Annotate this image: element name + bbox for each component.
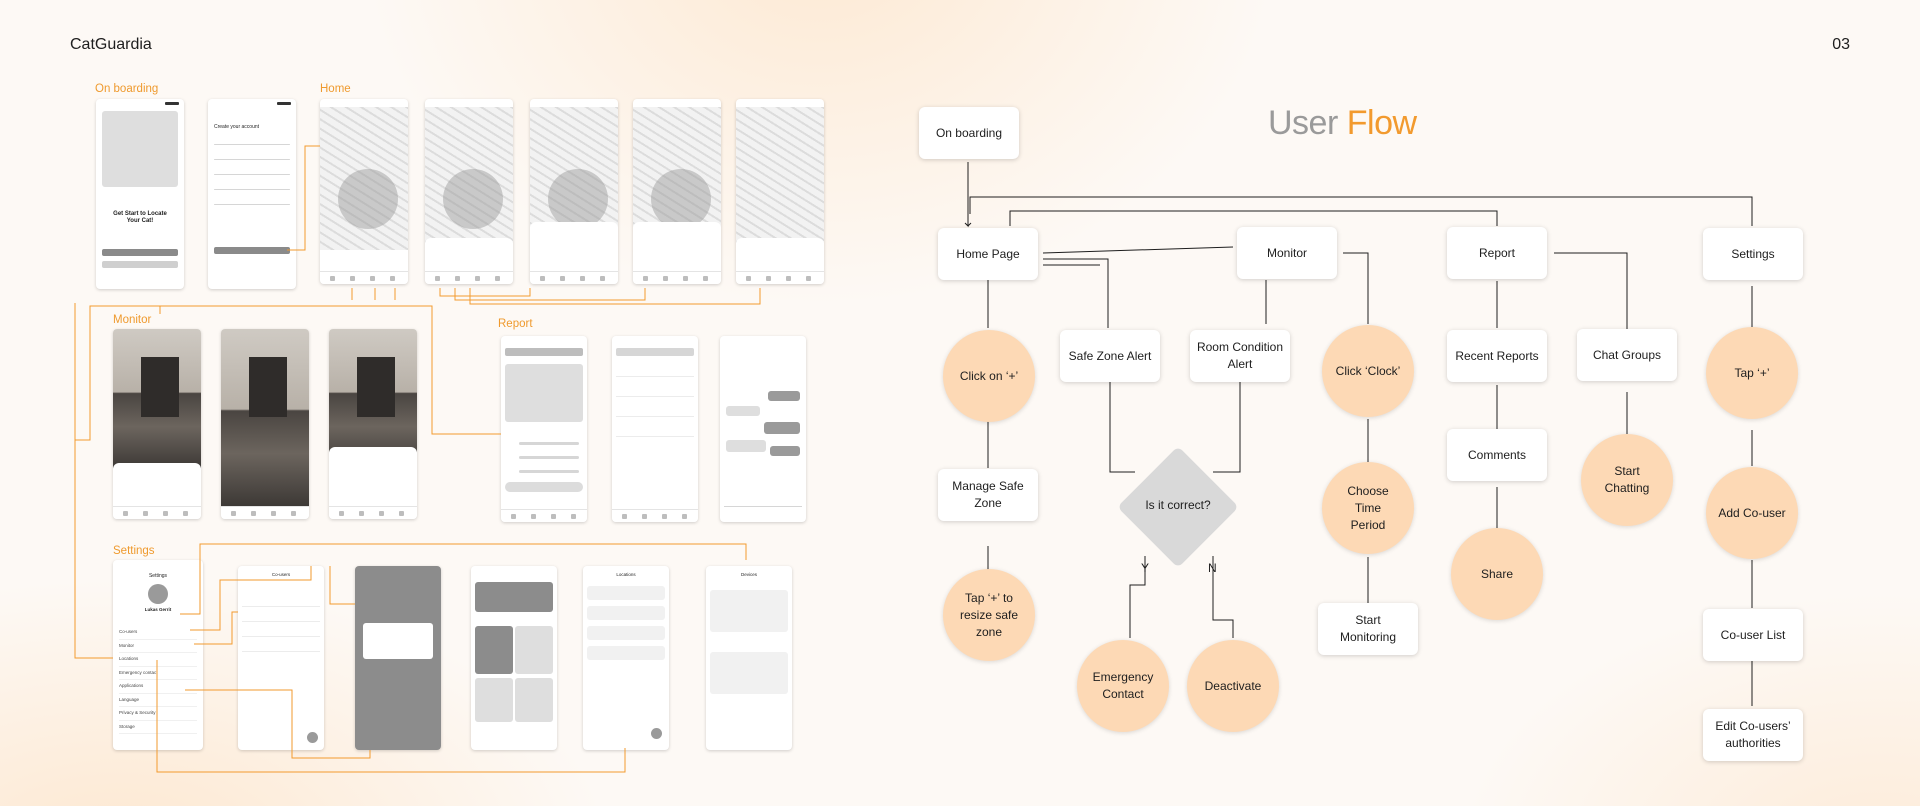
settings-list-item[interactable]: Applications (119, 680, 197, 694)
screen-devices: Devices (706, 566, 792, 750)
screen-home-4 (633, 99, 721, 284)
section-label-onboarding: On boarding (95, 83, 159, 95)
screen-monitor-3 (329, 329, 417, 519)
decision-label: Is it correct? (1145, 498, 1211, 512)
node-share: Share (1451, 528, 1543, 620)
decision-yes: Y (1141, 561, 1150, 575)
flow-title-part-2: Flow (1346, 104, 1417, 142)
settings-list-item[interactable]: Monitor (119, 640, 197, 653)
node-start-chatting: Start Chatting (1581, 434, 1673, 526)
node-settings: Settings (1703, 228, 1803, 280)
node-comments: Comments (1447, 429, 1547, 481)
screen-add-co-user-dialog (355, 566, 441, 750)
node-co-user-list: Co-user List (1703, 609, 1803, 661)
node-click-clock: Click ‘Clock’ (1322, 325, 1414, 417)
settings-list-item[interactable]: Co-users (119, 626, 197, 640)
screen-home-1 (320, 99, 408, 284)
node-monitor: Monitor (1237, 227, 1337, 279)
node-add-co-user: Add Co-user (1706, 467, 1798, 559)
section-label-home: Home (320, 83, 351, 95)
settings-list-item[interactable]: Language (119, 694, 197, 707)
node-manage-safe-zone: Manage Safe Zone (938, 469, 1038, 521)
node-safe-zone-alert: Safe Zone Alert (1060, 330, 1160, 382)
screen-create-account: Create your account (208, 99, 296, 289)
user-name: Lukas Gerrit (144, 607, 172, 612)
node-chat-groups: Chat Groups (1577, 329, 1677, 381)
node-tap-resize-safe-zone: Tap ‘+’ to resize safe zone (943, 569, 1035, 661)
screen-monitor-2 (221, 329, 309, 519)
screen-onboarding-welcome: Get Start to Locate Your Cat! (96, 99, 184, 289)
devices-title: Devices (740, 572, 757, 577)
locations-title: Locations (616, 572, 636, 577)
settings-list-item[interactable]: Privacy & Security (119, 707, 197, 721)
create-account-title: Create your account (214, 124, 260, 130)
node-onboarding: On boarding (919, 107, 1019, 159)
screen-home-3 (530, 99, 618, 284)
sign-in-button[interactable] (102, 249, 178, 256)
node-emergency-contact: Emergency Contact (1077, 640, 1169, 732)
node-tap-plus: Tap ‘+’ (1706, 327, 1798, 419)
page-number: 03 (1832, 36, 1850, 53)
settings-list-item[interactable]: Emergency contact (119, 667, 197, 680)
screen-report-chats (612, 336, 698, 522)
section-label-report: Report (498, 318, 533, 330)
section-label-settings: Settings (113, 545, 155, 557)
node-report: Report (1447, 227, 1547, 279)
screen-home-5 (736, 99, 824, 284)
screen-monitor-settings (471, 566, 557, 750)
node-home-page: Home Page (938, 228, 1038, 280)
node-room-condition-alert: Room Condition Alert (1190, 330, 1290, 382)
settings-list-item[interactable]: Locations (119, 653, 197, 667)
add-co-user-fab[interactable] (307, 732, 318, 743)
avatar (148, 584, 168, 604)
decision-no: N (1208, 561, 1217, 575)
secondary-button[interactable] (102, 261, 178, 268)
brand-name: CatGuardia (70, 36, 152, 53)
node-start-monitoring: Start Monitoring (1318, 603, 1418, 655)
screen-co-users: Co-users (238, 566, 324, 750)
flow-title-part-1: User (1268, 104, 1338, 142)
add-location-fab[interactable] (651, 728, 662, 739)
settings-list-item[interactable]: Storage (119, 721, 197, 734)
get-start-line-1: Get Start to Locate (113, 211, 167, 217)
node-deactivate: Deactivate (1187, 640, 1279, 732)
screen-locations: Locations (583, 566, 669, 750)
get-start-line-2: Your Cat! (126, 218, 154, 224)
section-label-monitor: Monitor (113, 314, 152, 326)
screen-report-chat-thread (720, 336, 806, 522)
co-users-title: Co-users (271, 572, 291, 577)
continue-button[interactable] (214, 247, 290, 254)
node-click-on-plus: Click on ‘+’ (943, 330, 1035, 422)
screen-report-1 (501, 336, 587, 522)
settings-screen-title: Settings (148, 573, 168, 579)
screen-monitor-1 (113, 329, 201, 519)
node-edit-co-users-authorities: Edit Co-users’ authorities (1703, 709, 1803, 761)
screen-home-2 (425, 99, 513, 284)
node-recent-reports: Recent Reports (1447, 330, 1547, 382)
image-placeholder (102, 111, 178, 187)
node-choose-time-period: Choose Time Period (1322, 462, 1414, 554)
flow-title: User Flow (1268, 104, 1417, 143)
